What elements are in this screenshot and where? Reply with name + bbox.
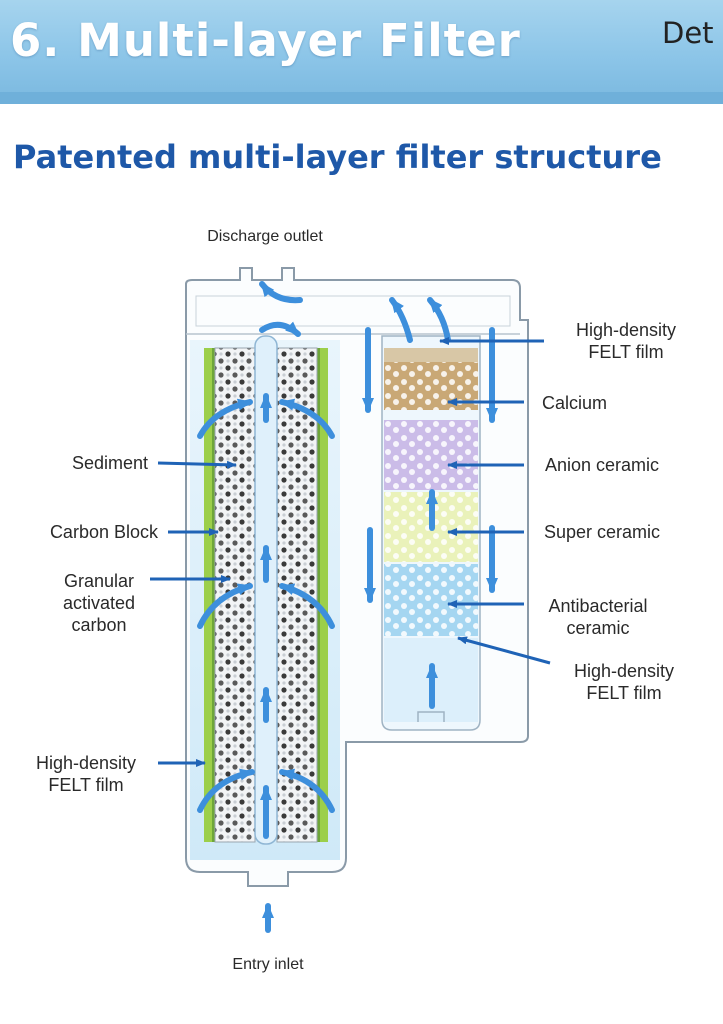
felt-layer-right	[320, 348, 328, 842]
layer-felt-top	[384, 348, 478, 362]
flow-arrows	[197, 281, 498, 933]
label-super-ceramic: Super ceramic	[544, 522, 660, 542]
header-cut-text: Det	[662, 16, 714, 50]
header-banner: 6. Multi-layer Filter Det	[0, 0, 723, 104]
label-carbon-block: Carbon Block	[50, 522, 159, 542]
label-anion-ceramic: Anion ceramic	[545, 455, 659, 475]
carbon-block-left	[214, 347, 256, 843]
pointer-felt-bottom	[457, 636, 551, 665]
felt-layer-left	[204, 348, 212, 842]
banner-stripe	[0, 92, 723, 104]
carbon-block-right	[276, 347, 318, 843]
center-tube	[254, 335, 278, 845]
section-title: Patented multi-layer filter structure	[13, 138, 662, 176]
label-discharge-outlet: Discharge outlet	[207, 228, 323, 245]
label-calcium: Calcium	[542, 393, 607, 413]
label-entry-inlet: Entry inlet	[232, 956, 304, 973]
pointer-sediment	[157, 460, 237, 469]
page-title: 6. Multi-layer Filter	[10, 14, 521, 67]
label-sediment: Sediment	[72, 453, 148, 473]
